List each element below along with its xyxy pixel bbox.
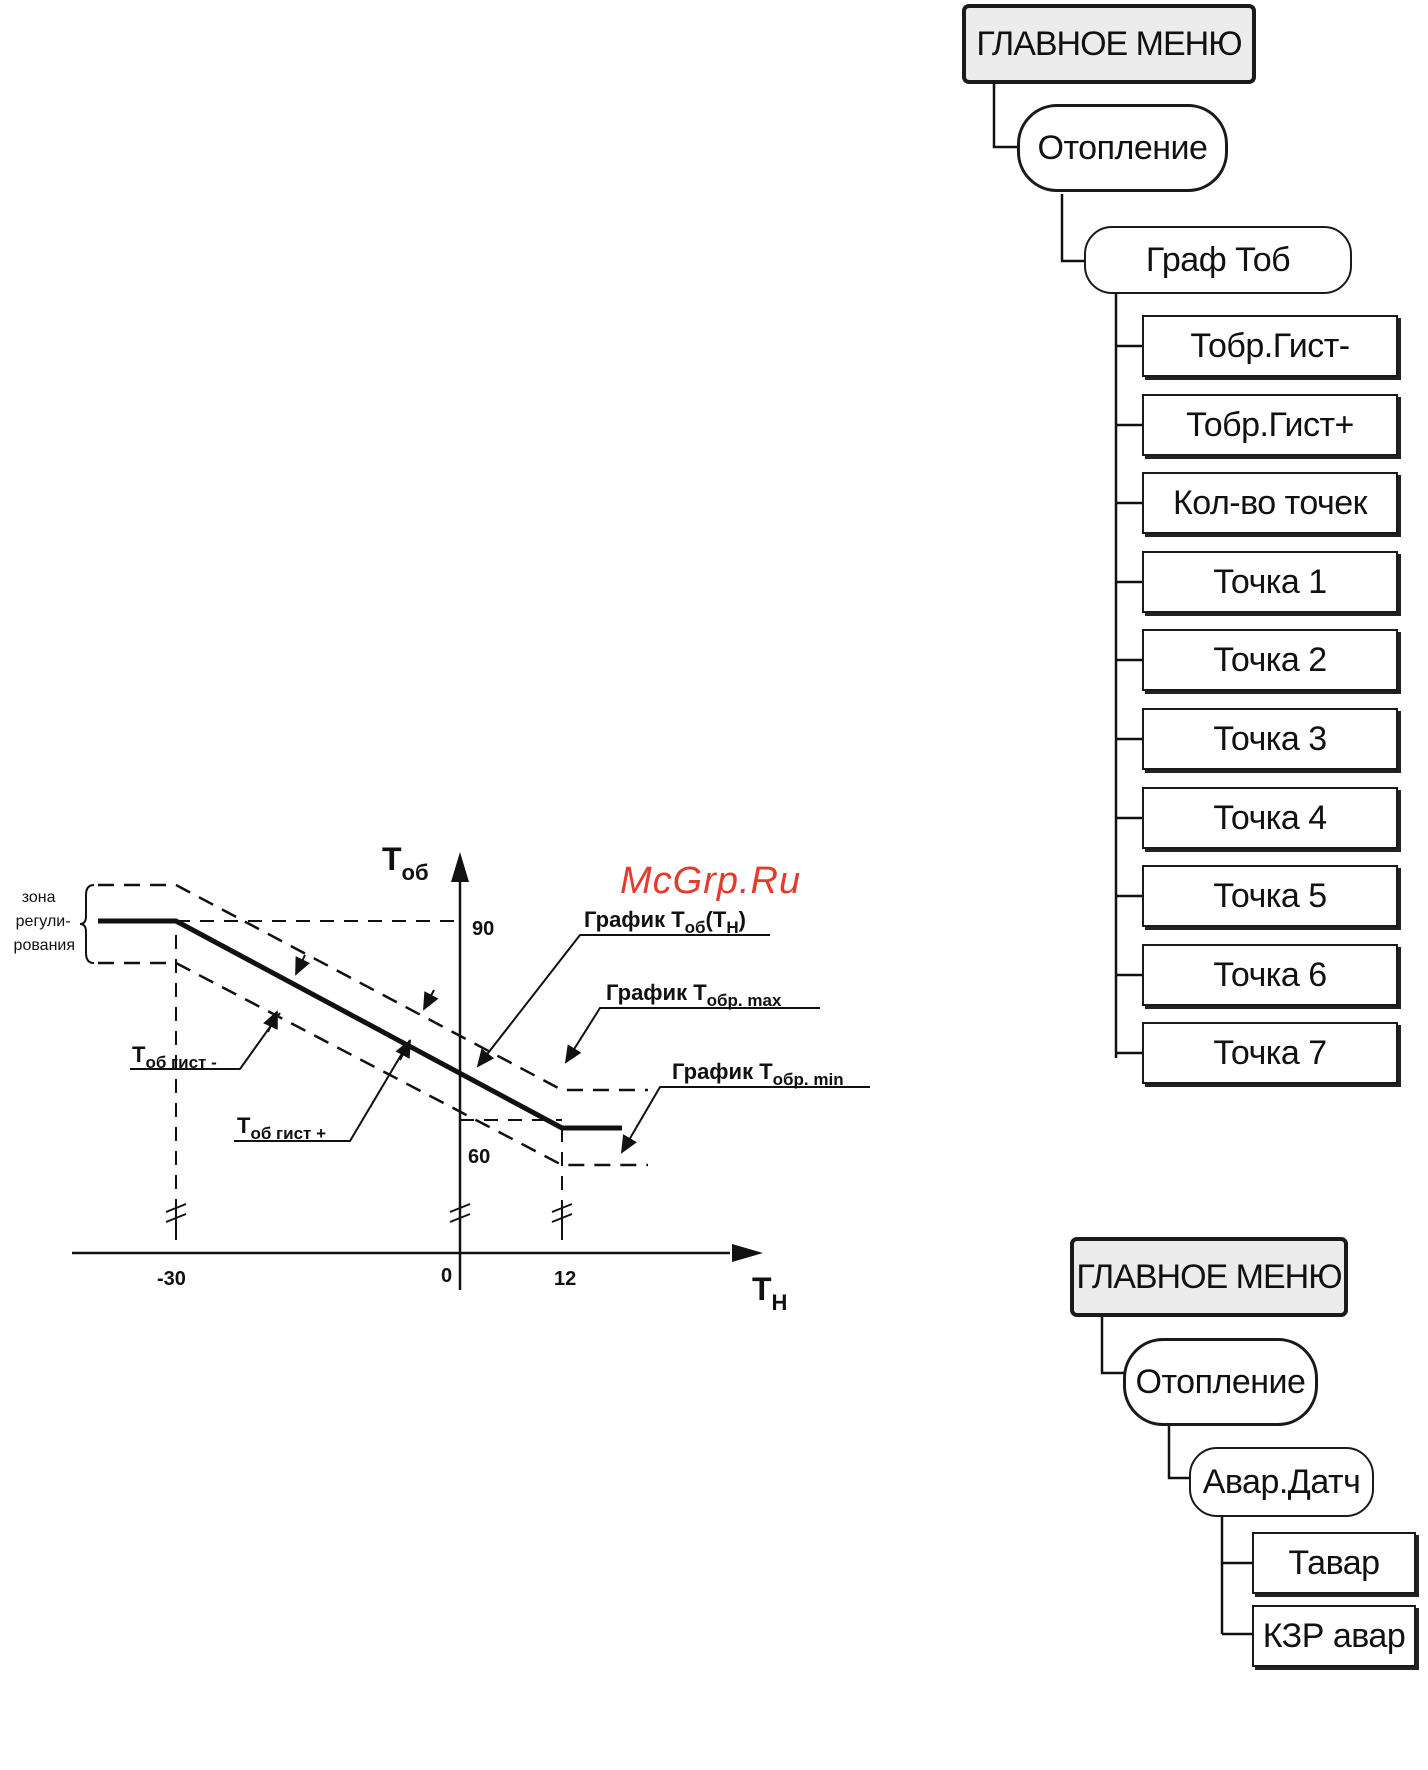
tree2-item-tavar[interactable]: Тавар [1252, 1532, 1416, 1594]
tree1-main-menu[interactable]: ГЛАВНОЕ МЕНЮ [962, 4, 1256, 84]
tree1-item-1[interactable]: Тобр.Гист- [1142, 315, 1398, 377]
tree1-item-9[interactable]: Точка 6 [1142, 944, 1398, 1006]
tree1-item-2[interactable]: Тобр.Гист+ [1142, 394, 1398, 456]
tree1-item-3[interactable]: Кол-во точек [1142, 472, 1398, 534]
tree1-item-4[interactable]: Точка 1 [1142, 551, 1398, 613]
tree1-heating-node[interactable]: Отопление [1017, 104, 1228, 192]
tree2-heating-node[interactable]: Отопление [1123, 1338, 1318, 1426]
tree1-graph-node[interactable]: Граф Тоб [1084, 226, 1352, 294]
tree1-item-6[interactable]: Точка 3 [1142, 708, 1398, 770]
tree2-sensor-node[interactable]: Авар.Датч [1189, 1447, 1374, 1517]
tree1-item-7[interactable]: Точка 4 [1142, 787, 1398, 849]
tree2-item-kzr-avar[interactable]: КЗР авар [1252, 1605, 1416, 1667]
tree1-item-5[interactable]: Точка 2 [1142, 629, 1398, 691]
tree2-main-menu[interactable]: ГЛАВНОЕ МЕНЮ [1070, 1237, 1348, 1317]
tree1-item-8[interactable]: Точка 5 [1142, 865, 1398, 927]
tree1-item-10[interactable]: Точка 7 [1142, 1022, 1398, 1084]
